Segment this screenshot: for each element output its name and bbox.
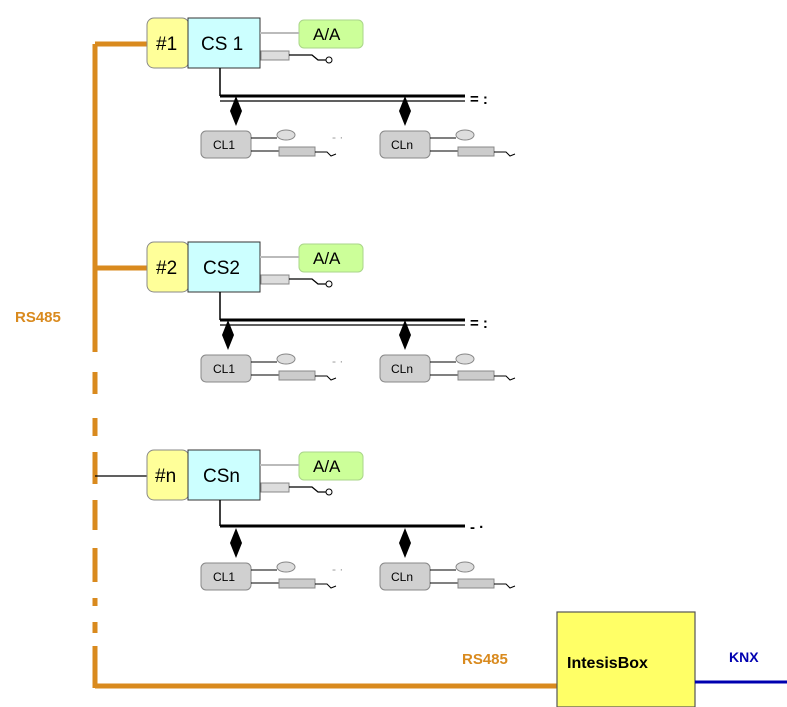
trunk-line (219, 292, 465, 326)
aa-label: A/A (313, 457, 341, 476)
rs485-bus (92, 41, 558, 689)
central-station-box (187, 17, 261, 69)
trunk-more-indicator: = : (470, 91, 488, 108)
indoor-unit-label: CLn (391, 362, 413, 376)
cs-connector (260, 274, 333, 288)
indoor-unit-n: CLn (379, 561, 516, 591)
rs485-bottom-label: RS485 (462, 651, 508, 668)
cs-connector (260, 482, 333, 496)
indoor-unit-n: CLn (379, 353, 516, 383)
branch-diamond-1 (222, 320, 234, 350)
branch-diamond-n (399, 320, 411, 350)
knx-label: KNX (729, 649, 759, 665)
branch-diamond-1 (230, 96, 242, 126)
indoor-unit-label: CLn (391, 570, 413, 584)
branch-diamond-n (399, 96, 411, 126)
rs485-left-label: RS485 (15, 309, 61, 326)
indoor-unit-1: CL1 (200, 129, 337, 159)
indoor-unit-1: CL1 (200, 353, 337, 383)
central-station-box (187, 449, 261, 501)
trunk-more-indicator: = : (470, 315, 488, 332)
indoor-unit-n: CLn (379, 129, 516, 159)
indoor-units-more: - · (332, 562, 343, 576)
aa-label: A/A (313, 25, 341, 44)
intesisbox-gateway (556, 611, 696, 707)
unit-id-label: #2 (156, 258, 177, 279)
indoor-units-more: - · (332, 130, 343, 144)
cs-connector (260, 50, 333, 64)
central-station-box (187, 241, 261, 293)
central-station-label: CS 1 (201, 34, 243, 55)
unit-id-label: #1 (156, 34, 177, 55)
branch-diamond-1 (230, 528, 242, 558)
indoor-unit-label: CL1 (213, 138, 235, 152)
group-2: #2 CS2 A/A = : CL1 - · (146, 241, 516, 383)
indoor-unit-1: CL1 (200, 561, 337, 591)
aa-label: A/A (313, 249, 341, 268)
indoor-unit-label: CL1 (213, 362, 235, 376)
central-station-label: CSn (203, 466, 240, 487)
intesisbox-label: IntesisBox (567, 655, 648, 672)
unit-id-label: #n (155, 466, 176, 487)
trunk-line (219, 68, 465, 102)
group-1: #1 CS 1 A/A = : CL1 - · (146, 17, 516, 159)
branch-diamond-n (399, 528, 411, 558)
central-station-label: CS2 (203, 258, 240, 279)
trunk-more-indicator: - · (470, 519, 484, 536)
group-n: #n CSn A/A - · CL1 - · CLn (146, 449, 516, 591)
indoor-units-more: - · (332, 354, 343, 368)
trunk-line (219, 500, 465, 528)
indoor-unit-label: CL1 (213, 570, 235, 584)
indoor-unit-label: CLn (391, 138, 413, 152)
